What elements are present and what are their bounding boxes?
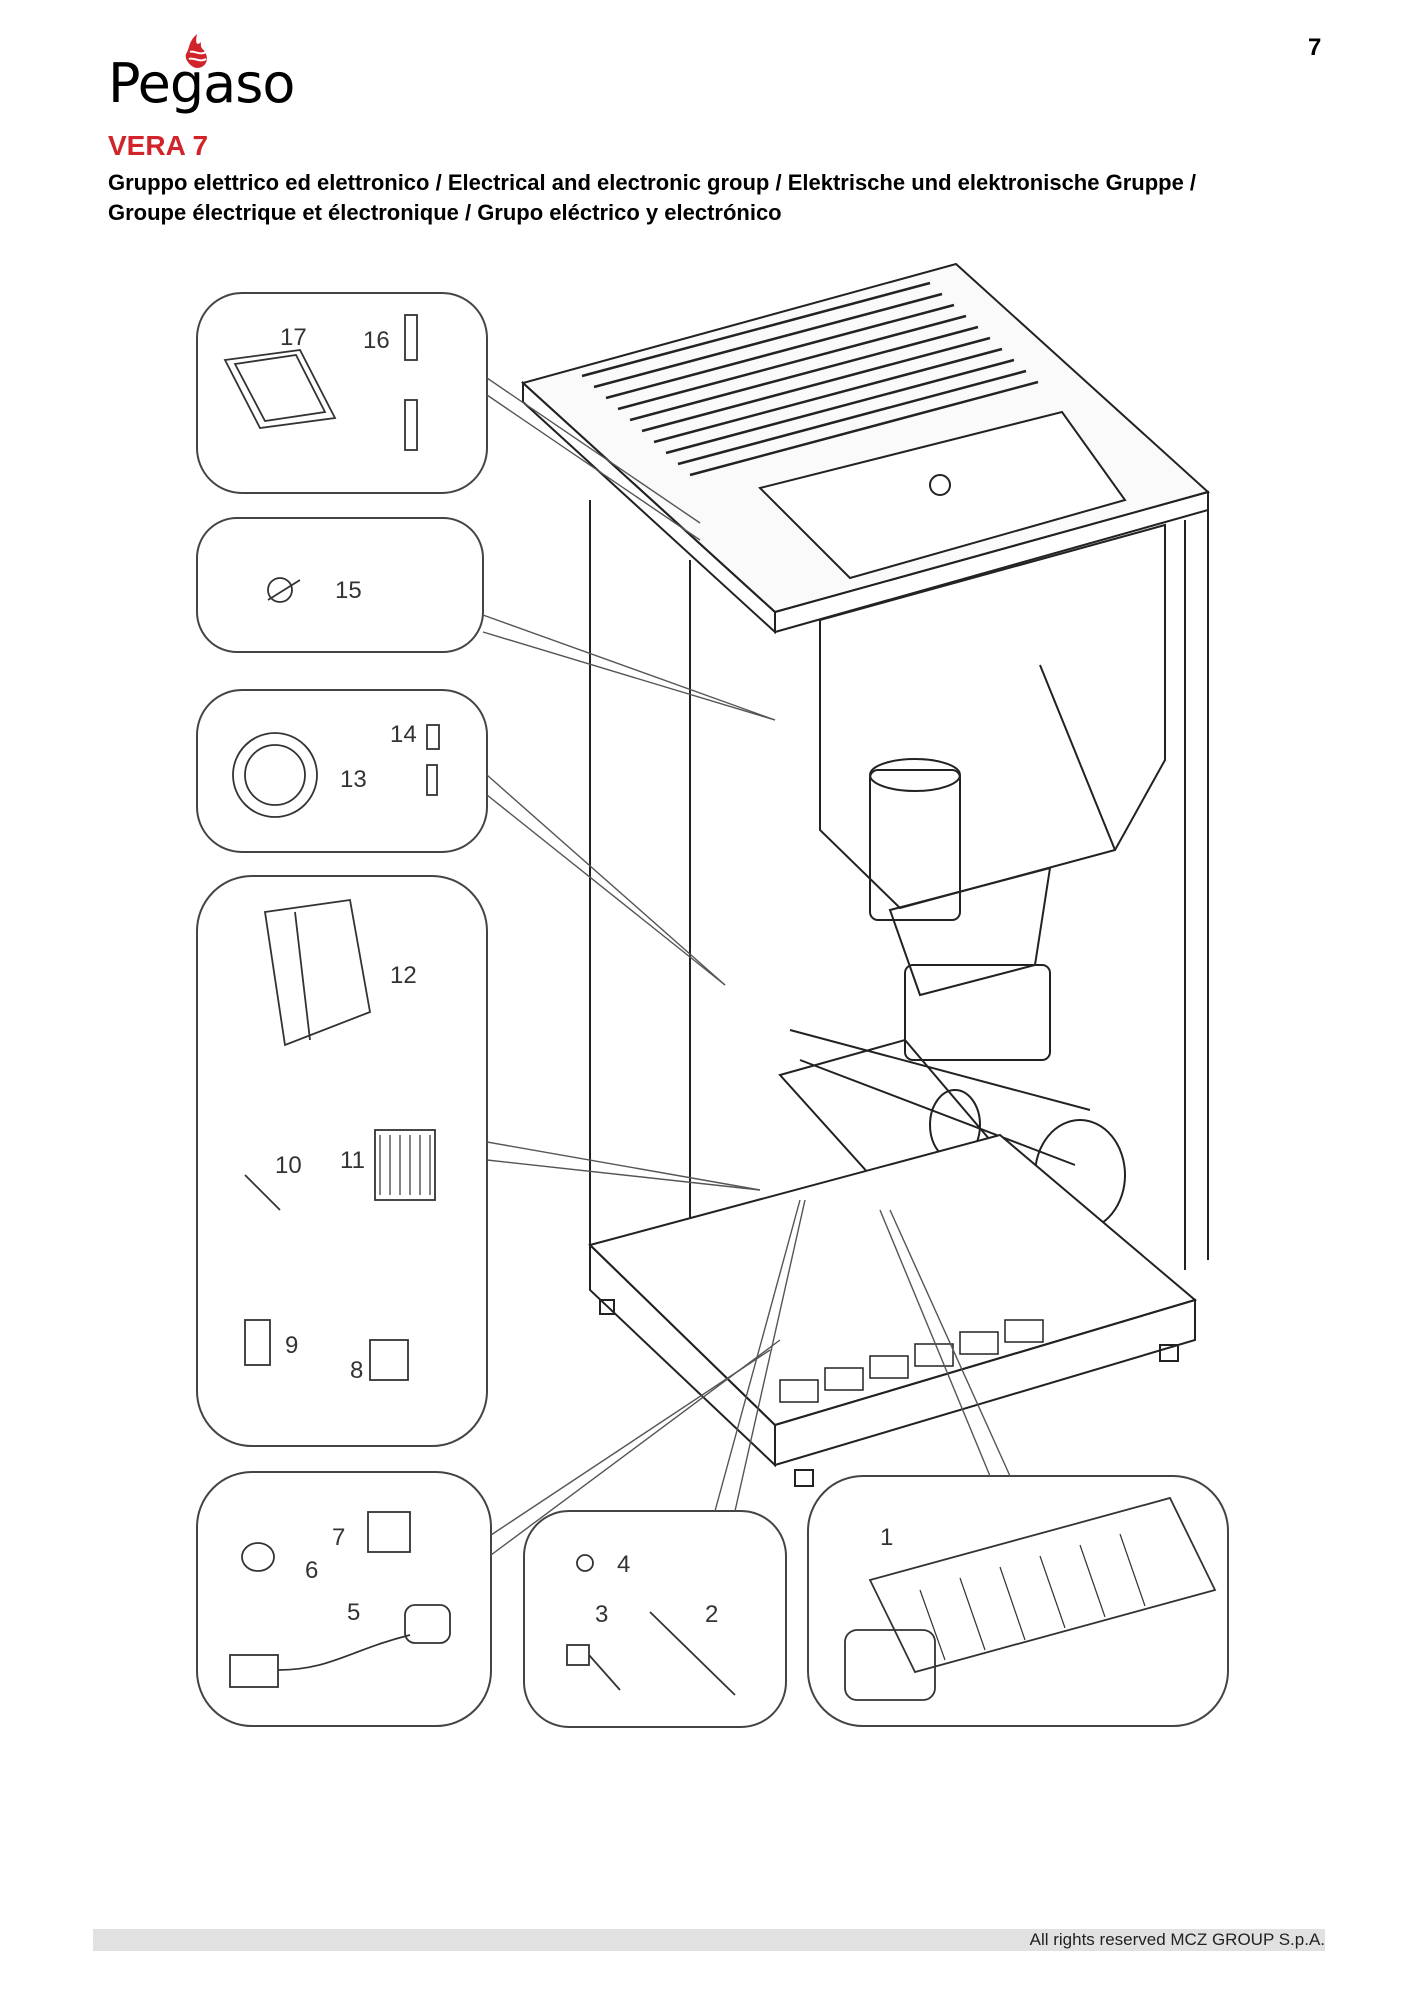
callout-3: 3 — [595, 1601, 608, 1628]
callout-2: 2 — [705, 1601, 718, 1628]
model-title: VERA 7 — [108, 130, 209, 161]
callout-13: 13 — [340, 766, 367, 793]
callout-9: 9 — [285, 1332, 298, 1359]
flame-logo-icon — [185, 34, 207, 68]
detail-box-2-4 — [523, 1510, 787, 1728]
callout-6: 6 — [305, 1557, 318, 1584]
callout-4: 4 — [617, 1551, 630, 1578]
detail-box-8-12 — [196, 875, 488, 1447]
detail-box-1 — [807, 1475, 1229, 1727]
section-title-line-1: Gruppo elettrico ed elettronico / Electr… — [108, 170, 1197, 195]
callout-14: 14 — [390, 721, 417, 748]
detail-box-16-17 — [196, 292, 488, 494]
section-title-line-2: Groupe électrique et électronique / Grup… — [108, 200, 782, 225]
stove-body-drawing — [520, 262, 1211, 1487]
callout-10: 10 — [275, 1152, 302, 1179]
callout-8: 8 — [350, 1357, 363, 1384]
callout-7: 7 — [332, 1524, 345, 1551]
callout-16: 16 — [363, 327, 390, 354]
detail-box-13-14 — [196, 689, 488, 853]
callout-12: 12 — [390, 962, 417, 989]
footer-copyright: All rights reserved MCZ GROUP S.p.A. — [1029, 1930, 1325, 1949]
callout-17: 17 — [280, 324, 307, 351]
detail-box-15 — [196, 517, 484, 653]
brand-logo: Pegaso — [108, 52, 295, 115]
page-number: 7 — [1308, 34, 1322, 61]
detail-box-5-7 — [196, 1471, 492, 1727]
callout-1: 1 — [880, 1524, 893, 1551]
footer-bar — [93, 1929, 1325, 1951]
callout-15: 15 — [335, 577, 362, 604]
callout-5: 5 — [347, 1599, 360, 1626]
callout-11: 11 — [340, 1147, 365, 1174]
